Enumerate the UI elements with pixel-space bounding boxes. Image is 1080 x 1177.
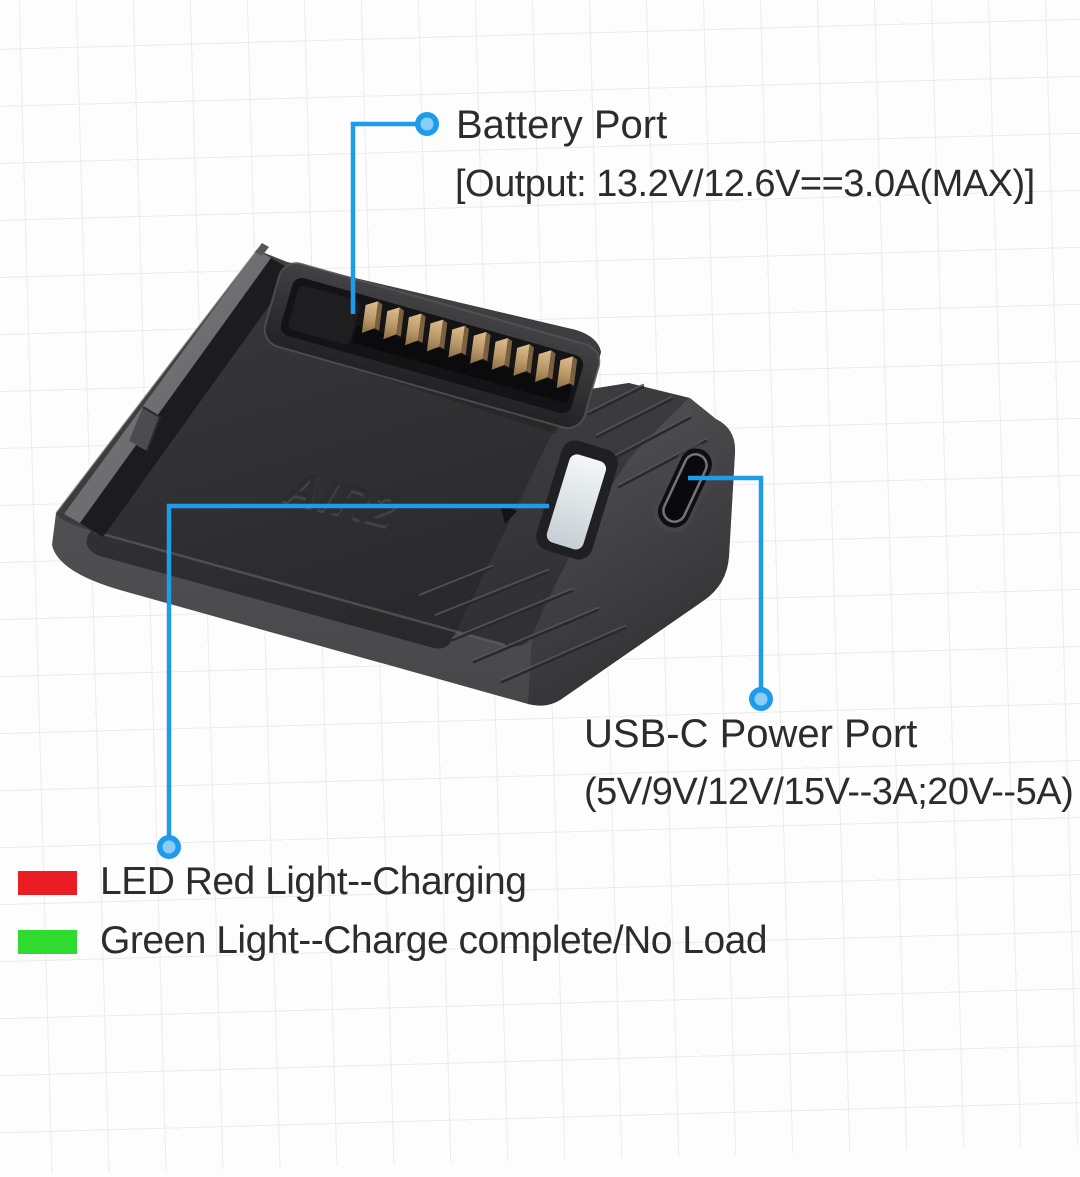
green-led-label: Green Light--Charge complete/No Load: [100, 919, 768, 962]
charging-adapter-body: AIR2 AIR2: [52, 243, 736, 706]
connector-pin: [513, 344, 530, 376]
red-led-swatch: [18, 871, 77, 895]
usb-c-port-title: USB-C Power Port: [584, 712, 918, 756]
battery-connector: [263, 262, 601, 429]
connector-pin: [470, 331, 487, 364]
battery-port-title: Battery Port: [456, 103, 668, 147]
rim-notch: [129, 407, 160, 451]
usb-c-port: [653, 443, 717, 533]
battery-port-leader-line: [350, 121, 424, 314]
battery-port-spec: [Output: 13.2V/12.6V==3.0A(MAX)]: [455, 163, 1035, 205]
connector-pin: [448, 325, 465, 358]
connector-pin: [383, 307, 400, 340]
led-callout-dot: [157, 835, 181, 859]
connector-pin: [405, 313, 422, 346]
grip-stripes: [418, 383, 708, 684]
led-window-glass: [546, 454, 607, 550]
device-illustration: AIR2 AIR2: [52, 112, 773, 859]
battery-port-callout-dot: [415, 112, 439, 136]
connector-pin: [491, 337, 508, 370]
led-leader-line: [166, 503, 549, 844]
usb-c-port-spec: (5V/9V/12V/15V--3A;20V--5A): [584, 771, 1074, 813]
usb-c-callout-dot: [749, 687, 773, 711]
step-tab: [500, 504, 517, 524]
green-led-swatch: [18, 930, 77, 954]
usb-c-leader-line: [688, 475, 764, 696]
front-edge-highlight: [94, 530, 506, 647]
led-indicator-window: [536, 440, 618, 560]
gold-pins: [361, 301, 578, 389]
red-led-label: LED Red Light--Charging: [100, 860, 527, 903]
callout-dots: [157, 112, 773, 859]
connector-pin: [361, 301, 379, 333]
connector-pin: [556, 356, 573, 389]
callout-lines: [166, 121, 764, 844]
connector-pin: [426, 319, 444, 352]
left-rim-wall: [55, 243, 294, 537]
connector-pin: [534, 350, 552, 382]
